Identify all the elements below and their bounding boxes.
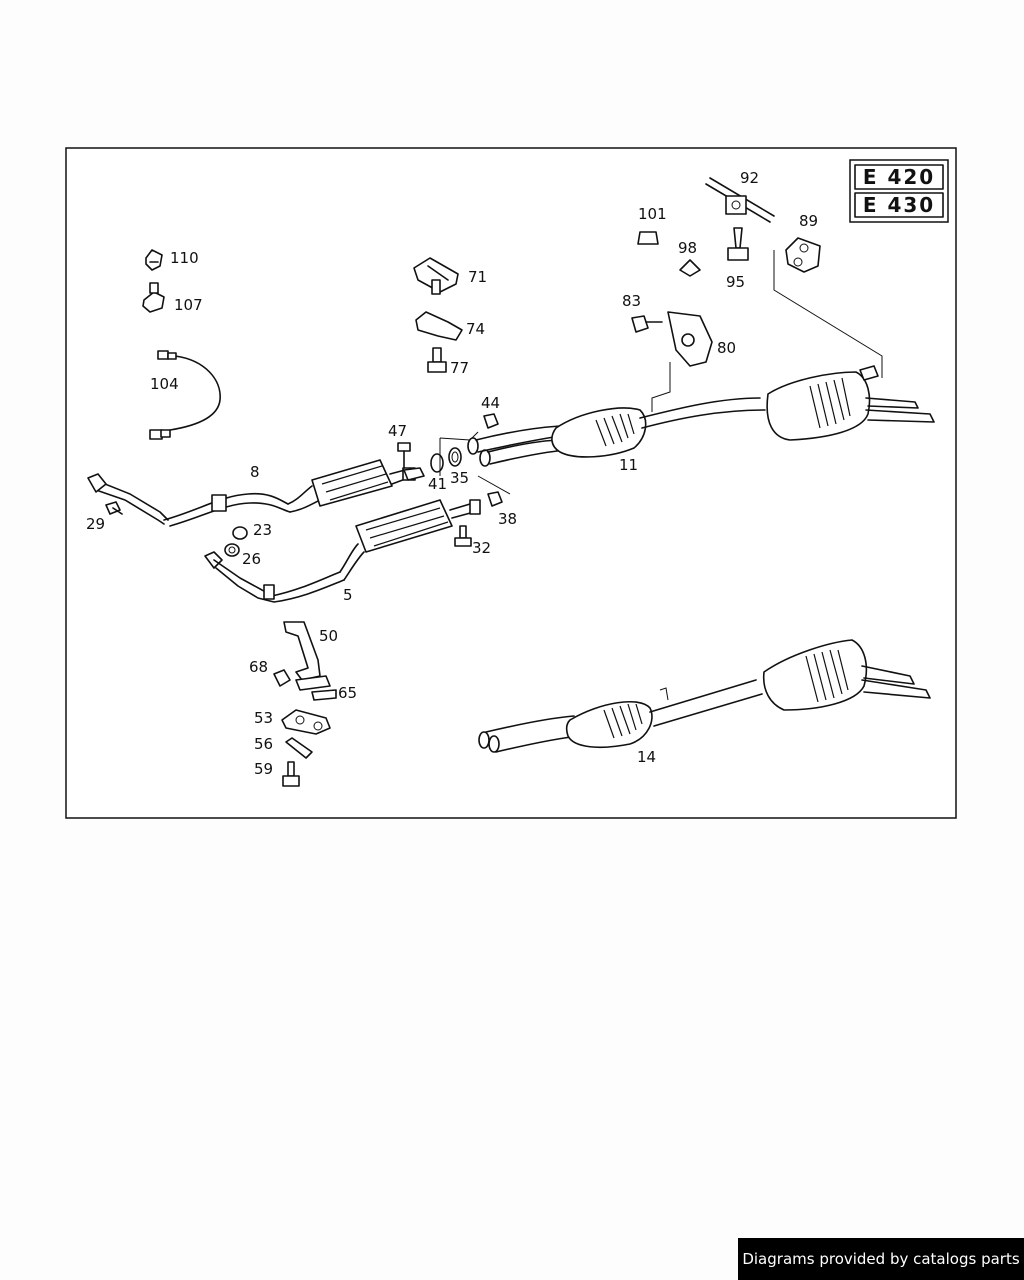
- callout-50: 50: [319, 627, 338, 645]
- bolt-83: [631, 315, 663, 333]
- callout-23: 23: [253, 521, 272, 539]
- bolt-65: [311, 689, 337, 701]
- bracket-74: [415, 311, 463, 341]
- callout-74: 74: [466, 320, 485, 338]
- nut-38: [487, 491, 503, 507]
- rear-muffler-top: [766, 250, 935, 441]
- front-pipe-5: [204, 499, 481, 603]
- support-bracket-50: [283, 621, 331, 691]
- footer-credit: Diagrams provided by catalogs parts: [738, 1238, 1024, 1280]
- bolt-77: [427, 347, 447, 373]
- callout-41: 41: [428, 475, 447, 493]
- bolt-29: [105, 501, 123, 515]
- footer-credit-text: Diagrams provided by catalogs parts: [742, 1250, 1020, 1268]
- callout-80: 80: [717, 339, 736, 357]
- intermediate-pipe-11: [467, 397, 766, 467]
- callout-107: 107: [174, 296, 203, 314]
- rubber-hanger-89: [785, 237, 821, 273]
- nut-44: [483, 413, 499, 429]
- bracket-71: [413, 257, 459, 295]
- hanger-rod-92: [705, 177, 775, 223]
- callout-92: 92: [740, 169, 759, 187]
- screw-95: [727, 227, 749, 261]
- callout-53: 53: [254, 709, 273, 727]
- callout-38: 38: [498, 510, 517, 528]
- model-badge-line1: E 420: [863, 165, 935, 189]
- nut-98: [679, 259, 701, 277]
- model-badge-line2: E 430: [863, 193, 935, 217]
- callout-56: 56: [254, 735, 273, 753]
- callout-110: 110: [170, 249, 199, 267]
- callout-44: 44: [481, 394, 500, 412]
- ring-41: [430, 453, 444, 473]
- callout-101: 101: [638, 205, 667, 223]
- callout-8: 8: [250, 463, 260, 481]
- nut-23: [232, 526, 248, 540]
- bolt-59: [282, 761, 300, 787]
- model-badge: E 420 E 430: [849, 159, 949, 223]
- callout-5: 5: [343, 586, 353, 604]
- callout-65: 65: [338, 684, 357, 702]
- callout-29: 29: [86, 515, 105, 533]
- clamp-53: [281, 709, 331, 735]
- nut-68: [273, 669, 291, 687]
- clip-part-107: [142, 282, 165, 313]
- callout-47: 47: [388, 422, 407, 440]
- oxygen-sensor-part: [149, 350, 221, 440]
- callout-104: 104: [150, 375, 179, 393]
- callout-95: 95: [726, 273, 745, 291]
- clamp-41: [403, 467, 425, 481]
- callout-32: 32: [472, 539, 491, 557]
- callout-89: 89: [799, 212, 818, 230]
- diagram-border: [65, 147, 957, 819]
- gasket-26: [224, 543, 240, 557]
- clip-part-110: [145, 249, 163, 271]
- rear-exhaust-assembly-14: [478, 639, 931, 753]
- callout-35: 35: [450, 469, 469, 487]
- callout-68: 68: [249, 658, 268, 676]
- bolt-32: [454, 525, 472, 547]
- callout-26: 26: [242, 550, 261, 568]
- rubber-mount-101: [637, 231, 659, 245]
- bolt-47: [397, 442, 411, 469]
- callout-11: 11: [619, 456, 638, 474]
- clamp-strip-56: [285, 737, 313, 759]
- callout-labels: 110 107 104 8 29 23 26 5 71 74 77 47 41 …: [86, 169, 818, 778]
- front-pipe-8: [87, 459, 416, 527]
- callout-14: 14: [637, 748, 656, 766]
- callout-98: 98: [678, 239, 697, 257]
- hanger-bracket-80: [651, 311, 713, 412]
- callout-83: 83: [622, 292, 641, 310]
- callout-59: 59: [254, 760, 273, 778]
- ring-35: [448, 447, 462, 467]
- callout-77: 77: [450, 359, 469, 377]
- callout-71: 71: [468, 268, 487, 286]
